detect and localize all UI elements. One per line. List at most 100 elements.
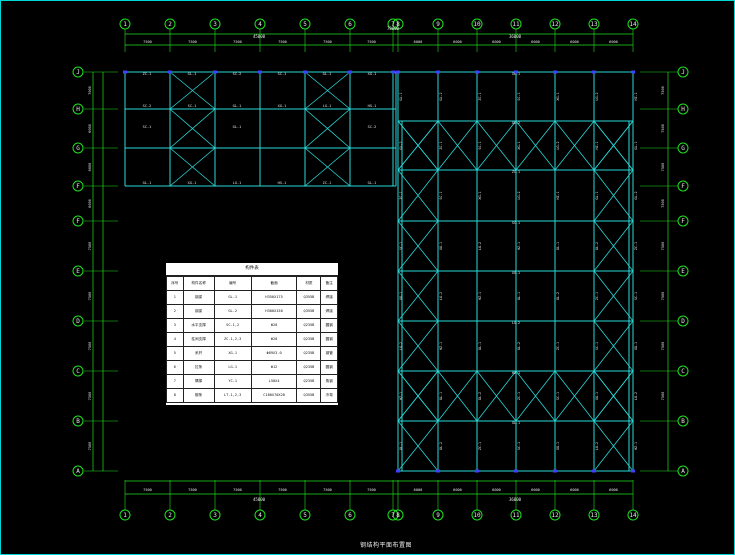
right-x-brace (593, 320, 634, 372)
left-axis-B8 (72, 415, 84, 427)
right-member-label: LG-2 (478, 242, 482, 250)
left-member-label: XG-1 (368, 72, 377, 76)
left-axis-F3-label: F (76, 183, 80, 190)
right-beam-label: ZC-1 (512, 170, 520, 174)
bottom-axis-12-label: 12 (551, 512, 559, 519)
schedule-header-cell: 截面 (250, 276, 298, 291)
dim-bottom-bay: 7500 (188, 488, 197, 492)
schedule-cell: 角钢 (320, 374, 338, 389)
dim-right-bay: 7500 (661, 163, 665, 172)
dim-left-bay: 6000 (88, 199, 92, 208)
column-node (631, 469, 635, 473)
schedule-cell: 隅撑 (182, 374, 215, 389)
column-node (258, 70, 262, 74)
right-member-label: GL-2 (439, 442, 443, 450)
dim-right-bay: 7500 (661, 342, 665, 351)
column-node (631, 70, 635, 74)
top-axis-11-label: 11 (512, 21, 520, 28)
dim-right-bay: 7500 (661, 242, 665, 251)
right-member-label: XG-1 (399, 292, 403, 300)
left-axis-J0-label: J (76, 69, 80, 76)
schedule-cell: Q355B (296, 304, 322, 319)
right-member-label: SC-1 (439, 191, 443, 199)
left-member-label: XG-1 (278, 104, 287, 108)
right-axis-B8-label: B (681, 418, 685, 425)
dim-right-bay: 7500 (661, 199, 665, 208)
right-member-label: HZ-1 (556, 191, 560, 199)
left-member-label: ZC-1 (143, 72, 152, 76)
right-member-label: ZC-1 (595, 292, 599, 300)
right-x-brace (593, 420, 634, 472)
right-axis-A9-label: A (681, 468, 685, 475)
column-node (396, 70, 400, 74)
dim-left-bay: 7500 (88, 242, 92, 251)
right-axis-J0-label: J (681, 69, 685, 76)
bottom-axis-4-label: 4 (258, 512, 262, 519)
schedule-cell: Q235B (296, 318, 322, 333)
left-axis-C7 (72, 365, 84, 377)
right-member-label: SC-1 (556, 392, 560, 400)
right-member-label: SC-1 (595, 342, 599, 350)
schedule-cell: 钢梁 (182, 290, 215, 305)
dim-bottom-bay: 6000 (492, 488, 501, 492)
right-beam-label: GL-1 (512, 421, 520, 425)
left-member-label: ZC-1 (323, 181, 332, 185)
right-member-label: HZ-1 (595, 141, 599, 149)
left-axis-G2-label: G (76, 145, 80, 152)
column-node (213, 70, 217, 74)
dim-bottom-bay: 7500 (143, 488, 152, 492)
right-x-brace (397, 169, 439, 222)
dim-left-bay: 7500 (88, 342, 92, 351)
right-x-brace-row (476, 120, 517, 171)
schedule-cell: ZC-1,2,3 (213, 332, 252, 347)
right-axis-F3-label: F (681, 183, 685, 190)
left-member-label: GL-1 (233, 125, 242, 129)
dim-top-bay: 7500 (143, 40, 152, 44)
left-member-label: LG-1 (233, 181, 242, 185)
right-member-label: ZC-1 (399, 191, 403, 199)
top-axis-8-label: 8 (396, 21, 400, 28)
schedule-cell: 4 (166, 332, 184, 347)
right-x-brace-row (397, 120, 439, 171)
bottom-axis-3-label: 3 (213, 512, 217, 519)
dim-top-overall: 78000 (387, 26, 400, 31)
dim-bottom-total-left: 45000 (253, 497, 266, 502)
right-member-label: ZC-1 (634, 242, 638, 250)
column-node (348, 70, 352, 74)
left-member-label: GL-1 (188, 72, 197, 76)
right-x-brace-row (515, 120, 556, 171)
left-member-label: SC-2 (233, 72, 242, 76)
schedule-cell: LT-1,2,3 (213, 388, 252, 403)
left-axis-G2 (72, 142, 84, 154)
right-axis-F4-label: F (681, 218, 685, 225)
right-x-brace (593, 270, 634, 322)
bottom-axis-5-label: 5 (303, 512, 307, 519)
dim-left-bay: 6000 (88, 163, 92, 172)
bottom-axis-11-label: 11 (512, 512, 520, 519)
dim-top-bay: 7500 (323, 40, 332, 44)
bottom-axis-14-label: 14 (629, 512, 637, 519)
schedule-cell: 钢梁 (182, 304, 215, 319)
bottom-axis-2-label: 2 (168, 512, 172, 519)
left-member-label: SC-2 (143, 104, 152, 108)
schedule-cell: GL-1 (213, 290, 252, 305)
right-x-brace (593, 169, 634, 222)
right-member-label: XG-1 (439, 242, 443, 250)
dim-right-bay: 7500 (661, 392, 665, 401)
schedule-cell: 焊接 (320, 290, 338, 305)
right-member-label: ZC-1 (478, 92, 482, 100)
top-axis-2-label: 2 (168, 21, 172, 28)
schedule-cell: 系杆 (182, 346, 215, 361)
column-node (553, 70, 557, 74)
dim-left-bay: 6000 (88, 124, 92, 133)
top-axis-1-label: 1 (123, 21, 127, 28)
dim-bottom-bay: 7500 (323, 488, 332, 492)
left-x-brace (169, 108, 216, 149)
schedule-header-cell: 序号 (166, 276, 184, 291)
left-member-label: SC-2 (368, 125, 377, 129)
